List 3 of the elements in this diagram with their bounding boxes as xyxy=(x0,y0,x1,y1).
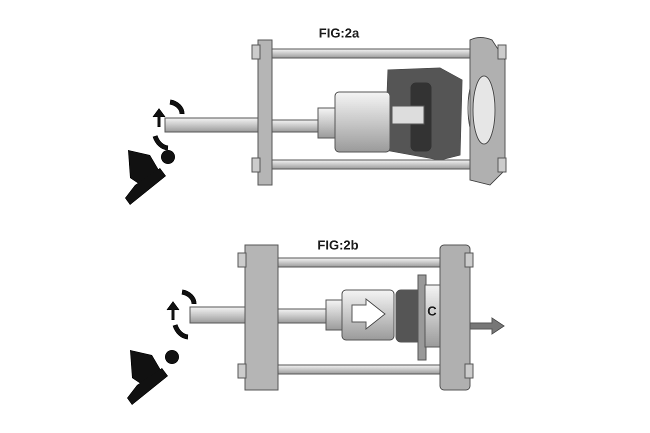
figure-caption: FIG:2a xyxy=(318,26,360,40)
figure-caption: FIG:2b xyxy=(317,238,359,252)
part-letter: C xyxy=(427,304,437,318)
